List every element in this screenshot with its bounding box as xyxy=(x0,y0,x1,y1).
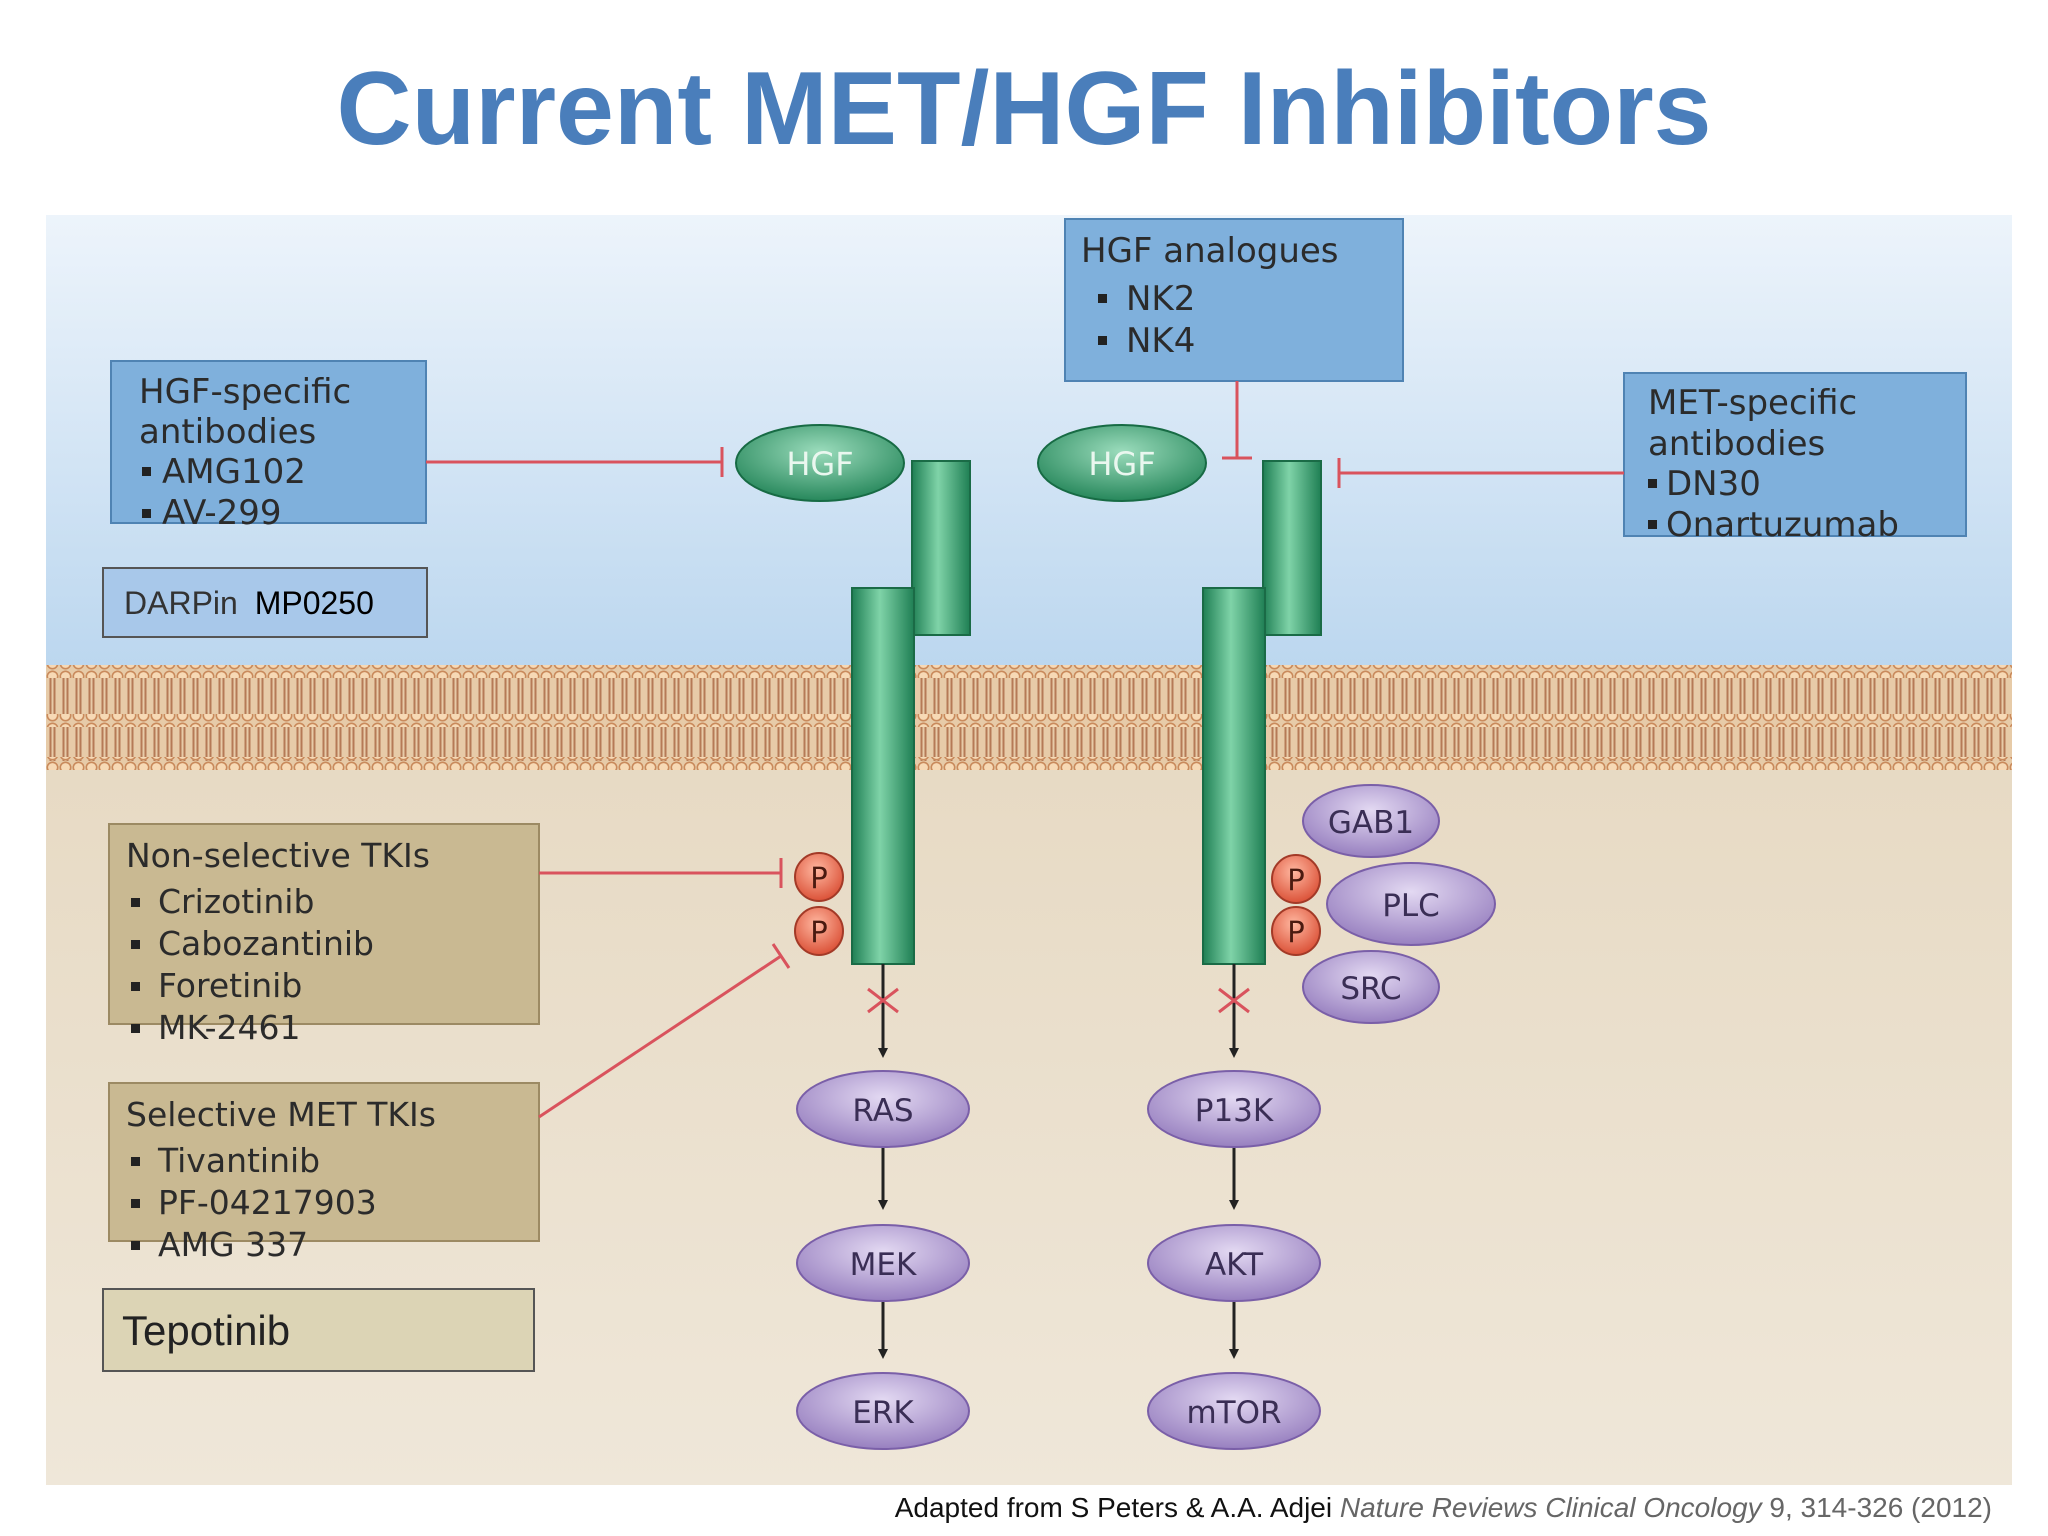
selective-tki-item: AMG 337 xyxy=(158,1225,308,1264)
nonselective-tki-item: Foretinib xyxy=(158,966,302,1005)
node-ras: RAS xyxy=(796,1070,970,1148)
hgf-ligand-right: HGF xyxy=(1037,424,1207,502)
selective-tkis-box: Selective MET TKIs Tivantinib PF-0421790… xyxy=(108,1082,540,1264)
citation-journal: Nature Reviews Clinical Oncology xyxy=(1339,1492,1762,1523)
met-receptor-left xyxy=(851,460,971,965)
hgf-analogue-item: NK2 xyxy=(1126,279,1195,319)
hgf-antibody-item: AV-299 xyxy=(162,493,282,533)
cell-membrane xyxy=(46,665,2012,770)
phospho-label: P xyxy=(810,861,828,895)
block-marks xyxy=(867,987,1250,1014)
selective-tkis-title: Selective MET TKIs xyxy=(126,1095,436,1134)
signal-arrows xyxy=(878,964,1239,1359)
tepotinib-box: Tepotinib xyxy=(102,1288,535,1372)
tepotinib-label: Tepotinib xyxy=(122,1307,290,1354)
node-mek: MEK xyxy=(796,1224,970,1302)
node-mek-label: MEK xyxy=(850,1247,917,1283)
adaptor-src-label: SRC xyxy=(1340,971,1401,1007)
node-mtor: mTOR xyxy=(1147,1372,1321,1450)
hgf-antibodies-title-line1: HGF-specific xyxy=(139,372,351,412)
hgf-analogues-box: HGF analogues NK2 NK4 xyxy=(1064,218,1404,382)
node-erk: ERK xyxy=(796,1372,970,1450)
node-ras-label: RAS xyxy=(852,1093,913,1129)
met-antibodies-box: MET-specific antibodies DN30 Onartuzumab xyxy=(1623,372,1967,545)
selective-tki-item: Tivantinib xyxy=(157,1141,320,1180)
met-antibodies-title-line2: antibodies xyxy=(1648,424,1825,464)
hgf-antibodies-title-line2: antibodies xyxy=(139,412,316,452)
nonselective-tkis-title: Non-selective TKIs xyxy=(126,836,430,875)
node-mtor-label: mTOR xyxy=(1186,1395,1281,1431)
phospho-site-left-1: P xyxy=(794,852,844,902)
page-title: Current MET/HGF Inhibitors xyxy=(336,51,1712,167)
adaptor-gab1: GAB1 xyxy=(1302,784,1440,858)
met-receptor-right xyxy=(1202,460,1322,965)
node-erk-label: ERK xyxy=(852,1395,914,1431)
citation-authors: Adapted from S Peters & A.A. Adjei xyxy=(894,1492,1333,1523)
adaptor-gab1-label: GAB1 xyxy=(1328,805,1414,841)
darpin-name: MP0250 xyxy=(255,585,374,621)
adaptor-plc-label: PLC xyxy=(1382,888,1440,924)
node-p13k-label: P13K xyxy=(1195,1093,1274,1129)
phospho-label: P xyxy=(810,915,828,949)
inhibition-lines xyxy=(426,381,1624,1119)
phospho-site-right-1: P xyxy=(1271,854,1321,904)
nonselective-tki-item: Cabozantinib xyxy=(158,924,374,963)
node-akt: AKT xyxy=(1147,1224,1321,1302)
nonselective-tkis-box: Non-selective TKIs Crizotinib Cabozantin… xyxy=(108,823,540,1047)
darpin-prefix: DARPin xyxy=(124,585,238,621)
met-signaling-diagram: HGF-specific antibodies AMG102 AV-299 DA… xyxy=(46,215,2012,1485)
phospho-site-left-2: P xyxy=(794,906,844,956)
citation: Adapted from S Peters & A.A. Adjei Natur… xyxy=(895,1492,1992,1524)
met-antibody-item: Onartuzumab xyxy=(1666,505,1899,545)
met-antibodies-title-line1: MET-specific xyxy=(1648,383,1857,423)
svg-text:DARPin MP0250: DARPin MP0250 xyxy=(124,585,374,621)
node-akt-label: AKT xyxy=(1205,1247,1264,1283)
nonselective-tki-item: MK-2461 xyxy=(158,1008,301,1047)
phospho-label: P xyxy=(1287,863,1305,897)
node-p13k: P13K xyxy=(1147,1070,1321,1148)
hgf-analogues-title: HGF analogues xyxy=(1081,231,1339,271)
met-antibody-item: DN30 xyxy=(1666,464,1761,504)
adaptor-src: SRC xyxy=(1302,950,1440,1024)
hgf-analogue-item: NK4 xyxy=(1126,321,1195,361)
hgf-ligand-right-label: HGF xyxy=(1088,445,1155,483)
nonselective-tki-item: Crizotinib xyxy=(158,882,314,921)
phospho-site-right-2: P xyxy=(1271,906,1321,956)
darpin-box: DARPin MP0250 xyxy=(102,567,428,638)
hgf-ligand-left-label: HGF xyxy=(786,445,853,483)
hgf-antibodies-box: HGF-specific antibodies AMG102 AV-299 xyxy=(110,360,427,533)
adaptor-plc: PLC xyxy=(1326,862,1496,946)
inhibit-selective-line xyxy=(538,954,782,1119)
hgf-antibody-item: AMG102 xyxy=(162,452,306,492)
citation-volume: 9, 314-326 (2012) xyxy=(1769,1492,1992,1523)
hgf-ligand-left: HGF xyxy=(735,424,905,502)
phospho-label: P xyxy=(1287,915,1305,949)
selective-tki-item: PF-04217903 xyxy=(158,1183,377,1222)
